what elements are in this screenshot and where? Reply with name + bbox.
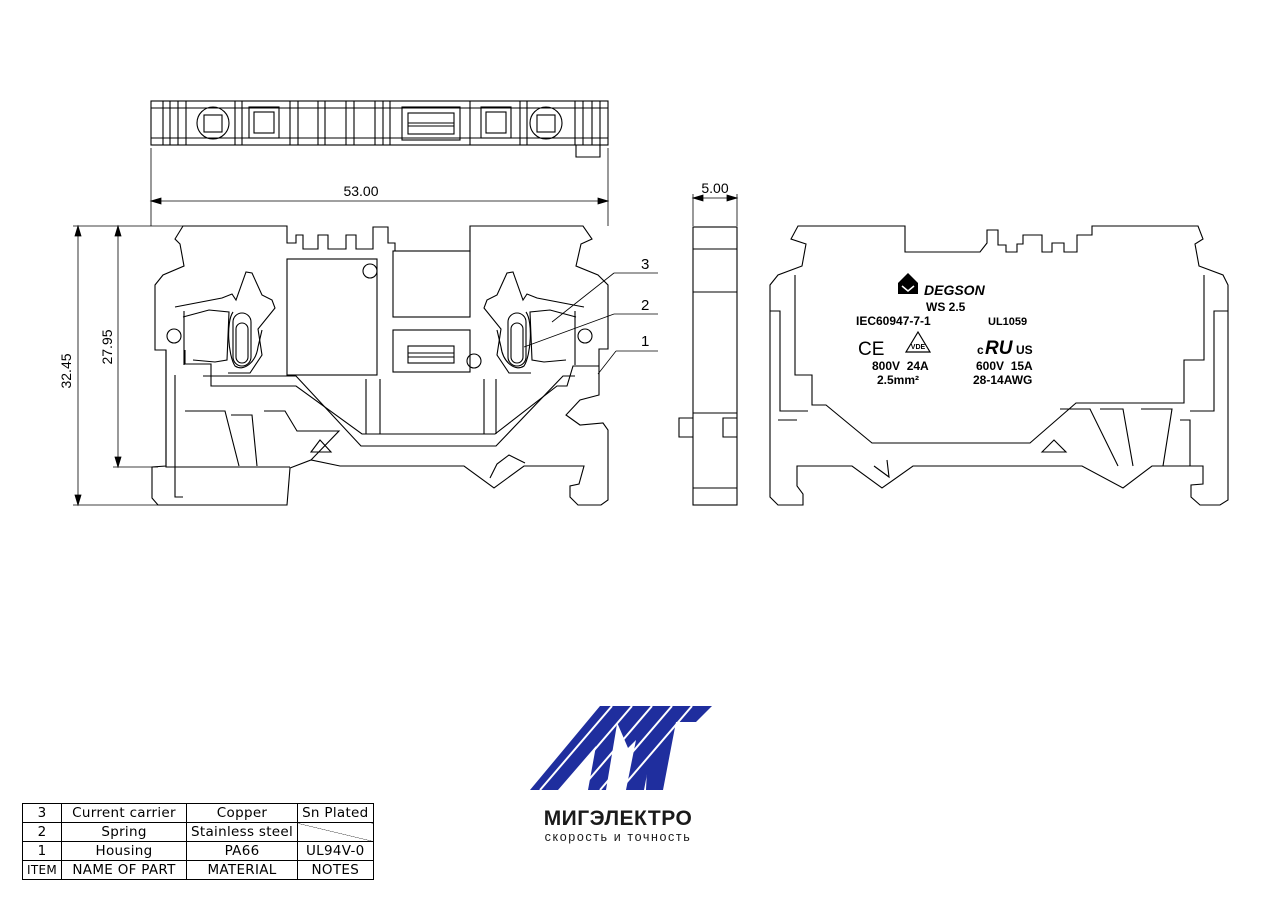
dimension-lines (73, 148, 739, 507)
ul-ru-mark-icon: RU (985, 338, 1014, 359)
iec-rating-section: 2.5mm² (877, 373, 919, 387)
callout-leaders (523, 272, 658, 375)
migelektro-logo-icon (530, 705, 712, 791)
logo-name: МИГЭЛЕКТРО (543, 807, 693, 830)
bom-material: Copper (186, 803, 299, 823)
bom-name: Housing (61, 841, 188, 861)
table-header-row: ITEM NAME OF PART MATERIAL NOTES (21, 860, 374, 880)
ul-standard: UL1059 (988, 316, 1027, 328)
bom-notes: Sn Plated (297, 803, 374, 823)
ul-rating-voltage: 600V 15A (976, 359, 1033, 373)
top-view (150, 100, 609, 158)
iec-rating-voltage: 800V 24A (872, 359, 929, 373)
back-view (769, 225, 1229, 506)
dim-width-total: 53.00 (343, 183, 378, 199)
ul-c-mark: c (977, 343, 984, 357)
bom-name: Current carrier (61, 803, 188, 823)
ul-rating-awg: 28-14AWG (973, 373, 1032, 387)
degson-logo-icon (898, 273, 918, 294)
model-name: WS 2.5 (926, 300, 966, 314)
bom-notes (297, 822, 374, 842)
table-row: 3 Current carrier Copper Sn Plated (21, 803, 374, 823)
bom-header-item: ITEM (21, 860, 63, 880)
vde-mark-icon (904, 330, 932, 353)
bom-notes: UL94V-0 (297, 841, 374, 861)
dim-height-total: 32.45 (58, 353, 74, 388)
logo-slogan: скорость и точность (544, 830, 692, 844)
side-view (678, 226, 738, 506)
bill-of-materials: 3 Current carrier Copper Sn Plated 2 Spr… (21, 803, 374, 880)
bom-name: Spring (61, 822, 188, 842)
product-marking: DEGSON WS 2.5 IEC60947-7-1 UL1059 CE VDE… (856, 273, 1033, 387)
callout-3: 3 (641, 256, 649, 273)
ul-us-mark: US (1016, 343, 1033, 357)
brand-name: DEGSON (924, 282, 986, 298)
callout-2: 2 (641, 297, 649, 314)
table-row: 1 Housing PA66 UL94V-0 (21, 841, 374, 861)
iec-standard: IEC60947-7-1 (856, 314, 931, 328)
bom-item: 3 (21, 803, 63, 823)
bom-header-name: NAME OF PART (61, 860, 188, 880)
bom-item: 2 (21, 822, 63, 842)
front-section-view (151, 225, 609, 506)
ce-mark-icon: CE (858, 339, 884, 360)
bom-header-material: MATERIAL (186, 860, 299, 880)
bom-header-notes: NOTES (297, 860, 374, 880)
table-row: 2 Spring Stainless steel (21, 822, 374, 842)
bom-material: Stainless steel (186, 822, 299, 842)
callout-1: 1 (641, 333, 649, 350)
dim-thickness: 5.00 (701, 180, 728, 196)
bom-item: 1 (21, 841, 63, 861)
migelektro-logo: МИГЭЛЕКТРО скорость и точность (518, 807, 718, 845)
vde-label: VDE (911, 344, 926, 351)
dim-height-rail: 27.95 (99, 329, 115, 364)
bom-material: PA66 (186, 841, 299, 861)
